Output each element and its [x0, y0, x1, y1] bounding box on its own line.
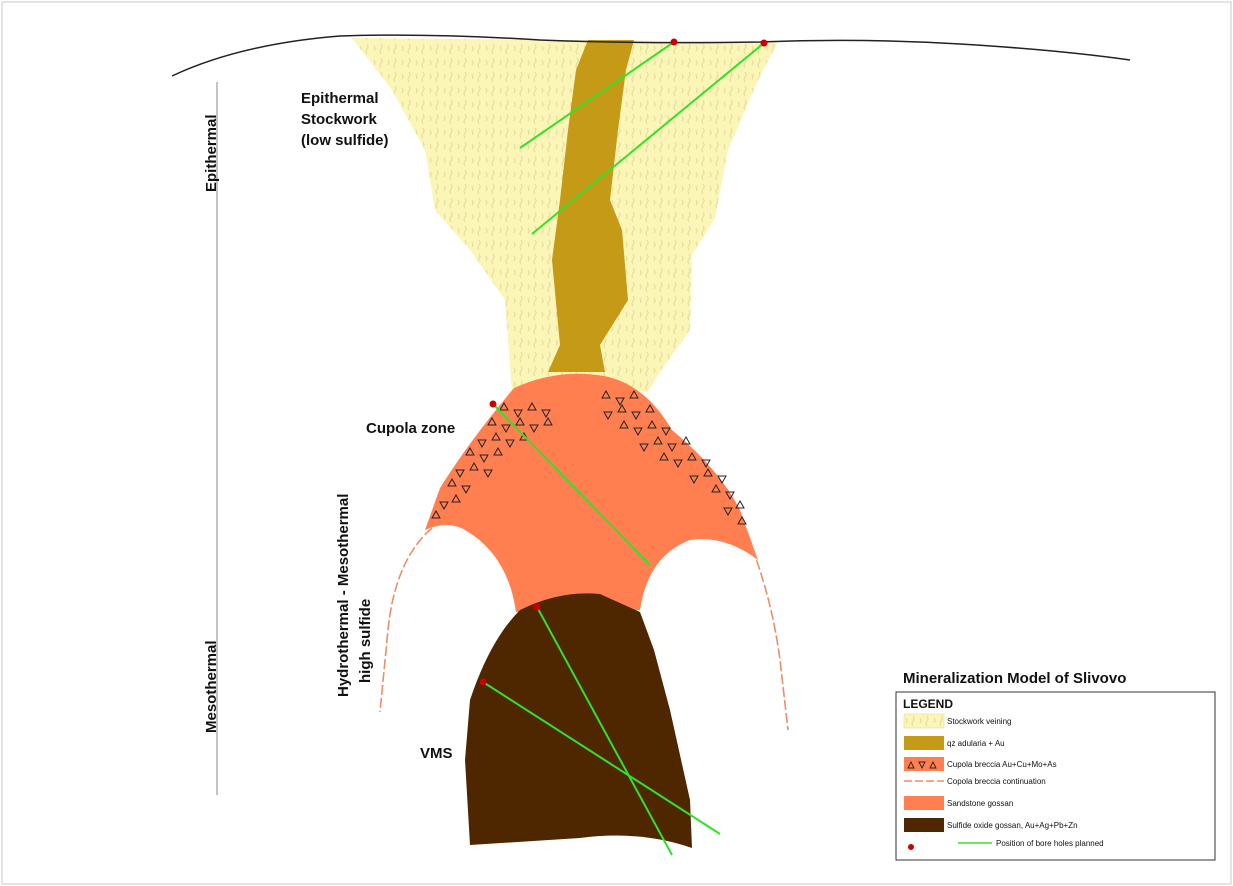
vms-label: VMS: [420, 745, 453, 762]
legend-swatch-sandstone: [904, 796, 944, 810]
collar-marker: [480, 679, 487, 686]
hydrothermal-label-line1: Hydrothermal - Mesothermal: [335, 494, 352, 697]
legend-item-borehole: Position of bore holes planned: [996, 839, 1104, 848]
legend-title: Mineralization Model of Slivovo: [903, 670, 1126, 687]
legend-item-sulfide: Sulfide oxide gossan, Au+Ag+Pb+Zn: [947, 821, 1078, 830]
collar-marker: [534, 604, 541, 611]
legend-item-continuation: Copola breccia continuation: [947, 777, 1046, 786]
axis-mesothermal-label: Mesothermal: [203, 640, 220, 733]
epithermal-stockwork-label-line1: Epithermal: [301, 90, 379, 107]
legend-item-sandstone: Sandstone gossan: [947, 799, 1013, 808]
legend-item-qz-adularia: qz adularia + Au: [947, 739, 1005, 748]
legend-item-stockwork: Stockwork veining: [947, 717, 1011, 726]
legend-collar-icon: [908, 844, 914, 850]
legend-swatch-qz-adularia: [904, 736, 944, 750]
epithermal-stockwork-label-line3: (low sulfide): [301, 132, 389, 149]
hydrothermal-label-line2: high sulfide: [357, 599, 374, 683]
breccia-continuation-right: [752, 548, 788, 730]
sandstone-gossan: [425, 374, 758, 612]
epithermal-stockwork-label-line2: Stockwork: [301, 111, 378, 128]
cupola-zone-label: Cupola zone: [366, 420, 455, 437]
legend: Mineralization Model of Slivovo LEGEND S…: [896, 670, 1215, 860]
sulfide-oxide-gossan: [465, 593, 692, 848]
breccia-continuation-left: [380, 528, 432, 712]
legend-heading: LEGEND: [903, 697, 953, 711]
collar-marker: [671, 39, 678, 46]
collar-marker: [490, 401, 497, 408]
legend-swatch-stockwork: [904, 714, 944, 728]
collar-marker: [761, 40, 768, 47]
legend-swatch-sulfide: [904, 818, 944, 832]
axis-epithermal-label: Epithermal: [203, 114, 220, 192]
legend-item-breccia: Cupola breccia Au+Cu+Mo+As: [947, 760, 1057, 769]
